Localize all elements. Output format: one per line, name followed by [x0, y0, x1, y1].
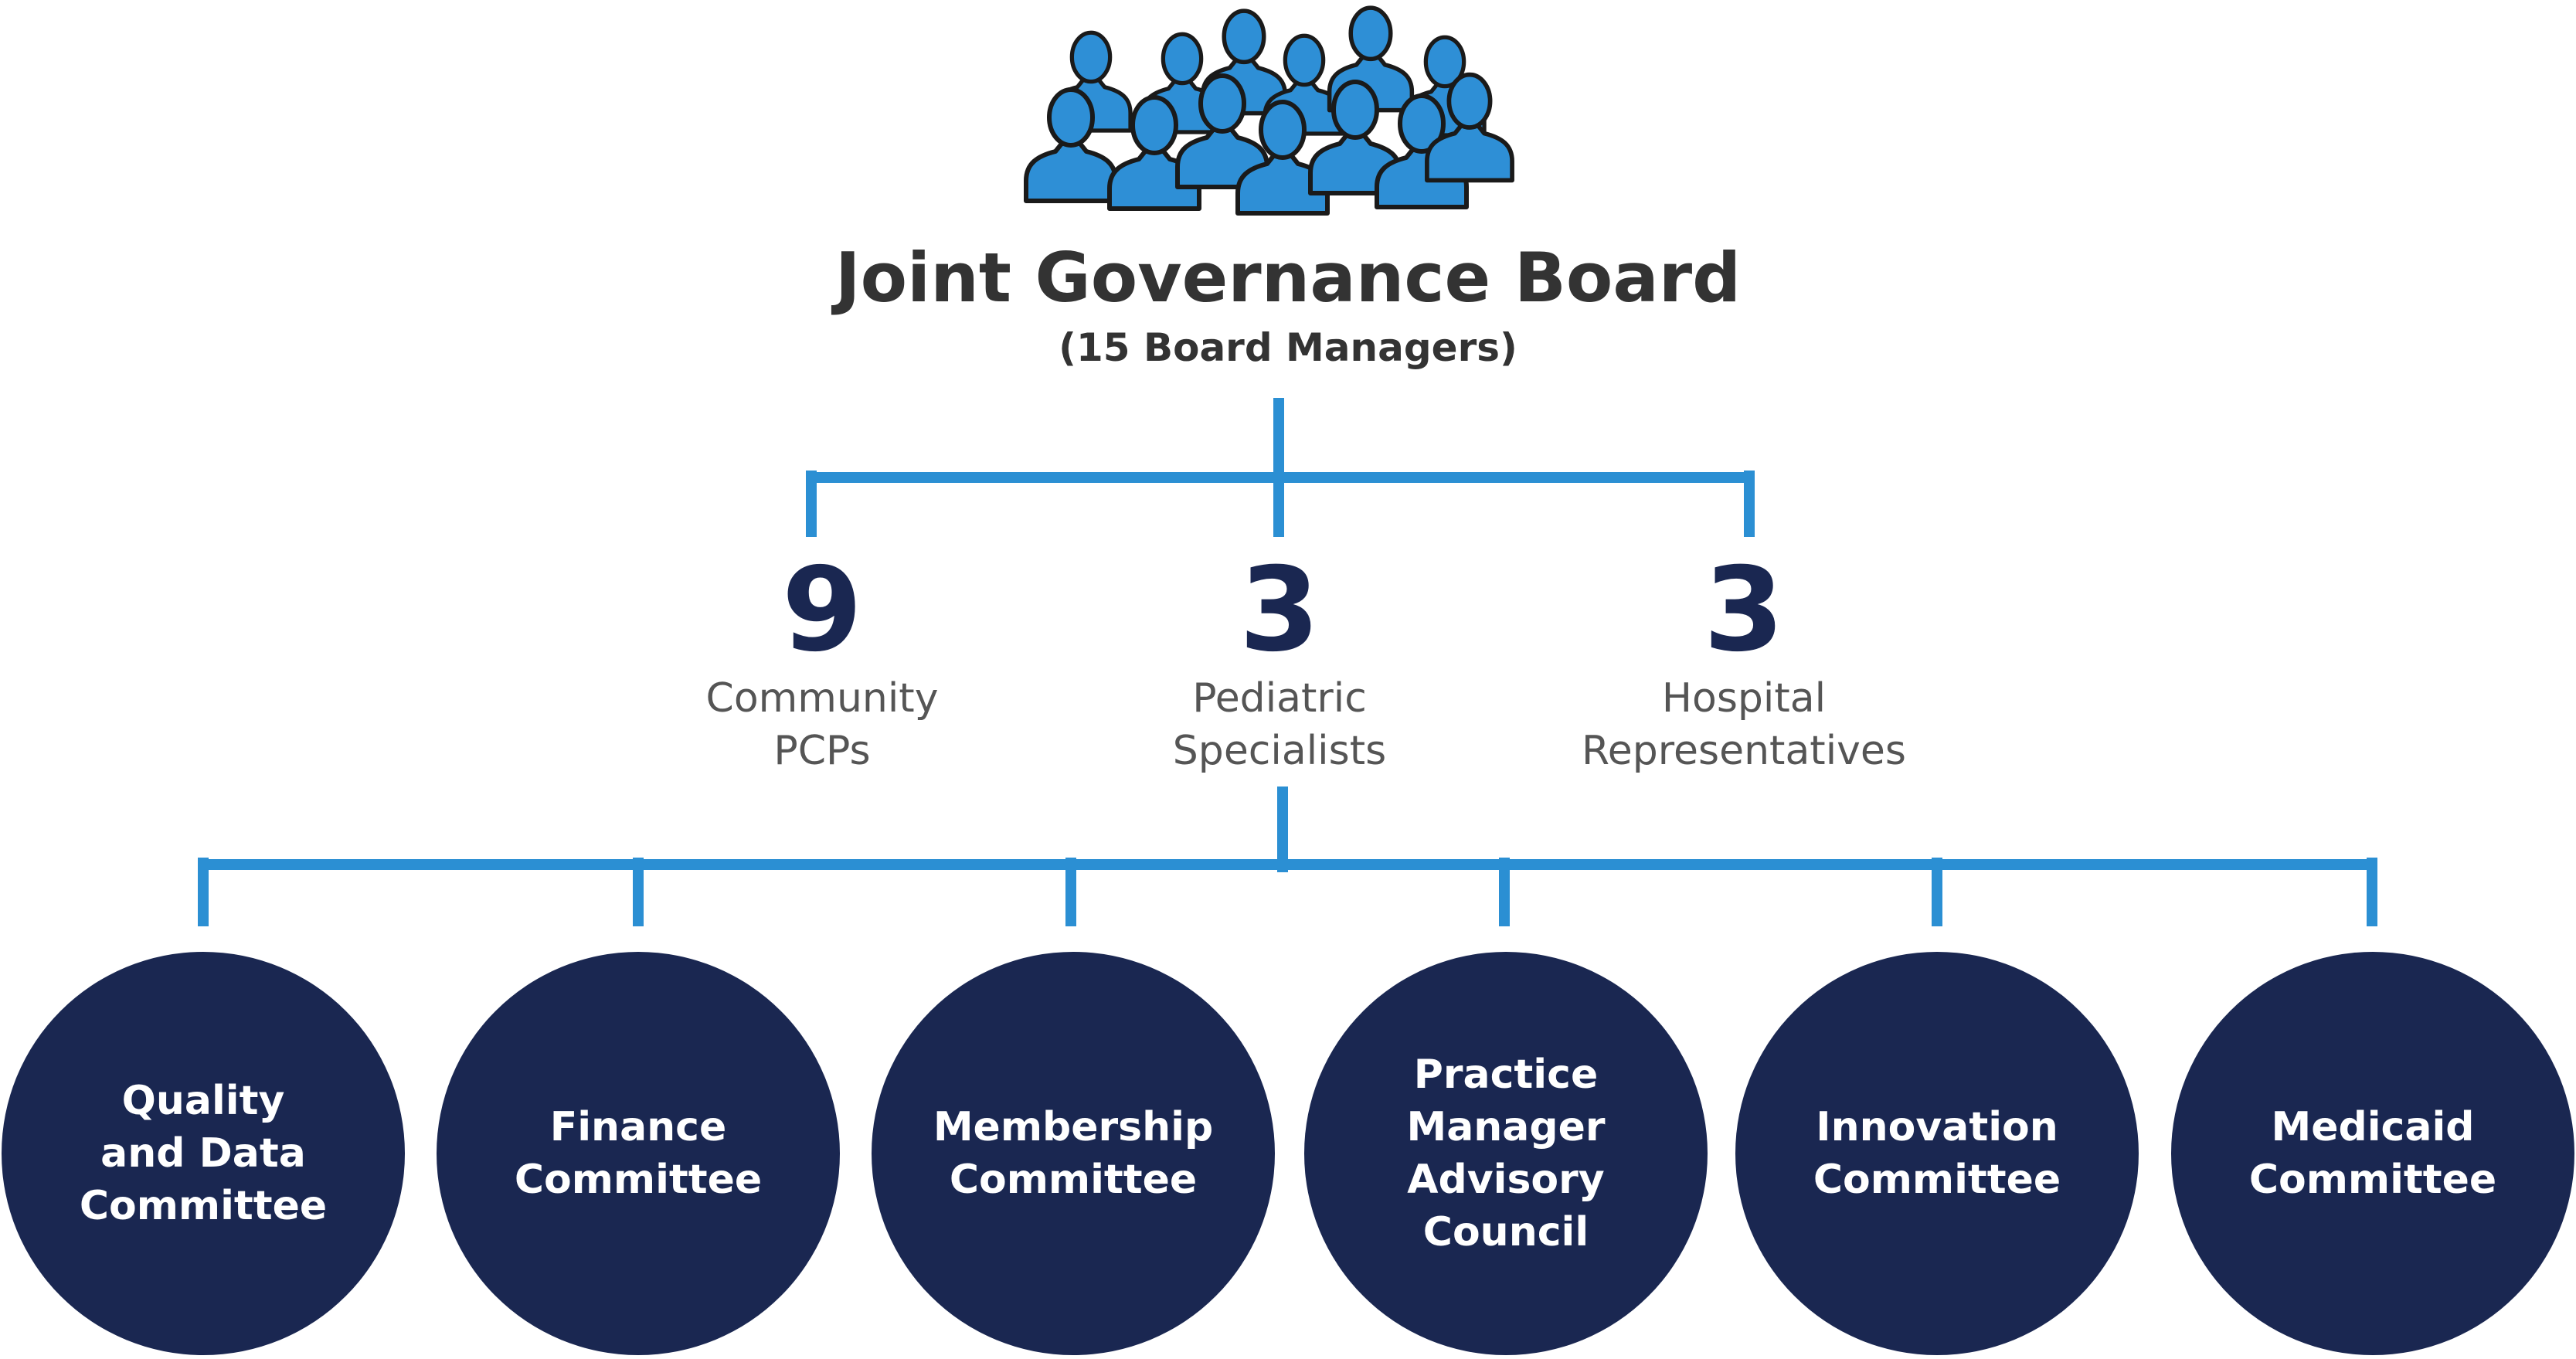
composition-count: 3: [1239, 543, 1320, 678]
composition-label-line: PCPs: [773, 728, 871, 774]
composition-count: 9: [781, 543, 863, 678]
composition-label-line: Community: [705, 675, 939, 722]
person-figure: [1107, 95, 1201, 211]
committee-medicaid: Medicaid Committee: [2171, 952, 2574, 1355]
committee-membership: Membership Committee: [872, 952, 1275, 1355]
composition-label-line: Hospital: [1661, 675, 1827, 722]
committee-label-line: Practice: [1413, 1052, 1599, 1098]
committee-label-line: and Data: [100, 1130, 306, 1177]
committee-practice-manager-advisory-council: Practice Manager Advisory Council: [1304, 952, 1708, 1355]
person-figure: [1235, 100, 1330, 216]
composition-label-line: Specialists: [1172, 728, 1387, 774]
committee-label-line: Manager: [1406, 1104, 1606, 1150]
committee-label-line: Committee: [1813, 1157, 2061, 1203]
group-of-people-icon: [1024, 5, 1514, 216]
committee-label-line: Committee: [949, 1157, 1198, 1203]
committee-finance: Finance Committee: [437, 952, 840, 1355]
committee-label-line: Committee: [79, 1183, 328, 1229]
committee-label-line: Quality: [121, 1078, 285, 1124]
composition-count: 3: [1703, 543, 1785, 678]
composition-label-line: Pediatric: [1192, 675, 1367, 722]
committee-innovation: Innovation Committee: [1735, 952, 2139, 1355]
composition-label-line: Representatives: [1581, 728, 1906, 774]
board-subtitle: (15 Board Managers): [1059, 325, 1517, 370]
composition-community-pcps: 9 Community PCPs: [575, 549, 1069, 777]
board-title: Joint Governance Board: [834, 238, 1742, 318]
committee-label-line: Committee: [514, 1157, 763, 1203]
composition-hospital-representatives: 3 Hospital Representatives: [1497, 549, 1991, 777]
committee-label-line: Council: [1422, 1209, 1589, 1255]
committee-label-line: Membership: [933, 1104, 1214, 1150]
person-figure: [1425, 72, 1514, 183]
committee-label-line: Advisory: [1407, 1157, 1605, 1203]
composition-pediatric-specialists: 3 Pediatric Specialists: [1032, 549, 1527, 777]
committee-quality-and-data: Quality and Data Committee: [2, 952, 405, 1355]
committee-label-line: Finance: [549, 1104, 727, 1150]
committee-label-line: Medicaid: [2271, 1104, 2475, 1150]
committee-label-line: Committee: [2248, 1157, 2497, 1203]
committee-label-line: Innovation: [1816, 1104, 2058, 1150]
